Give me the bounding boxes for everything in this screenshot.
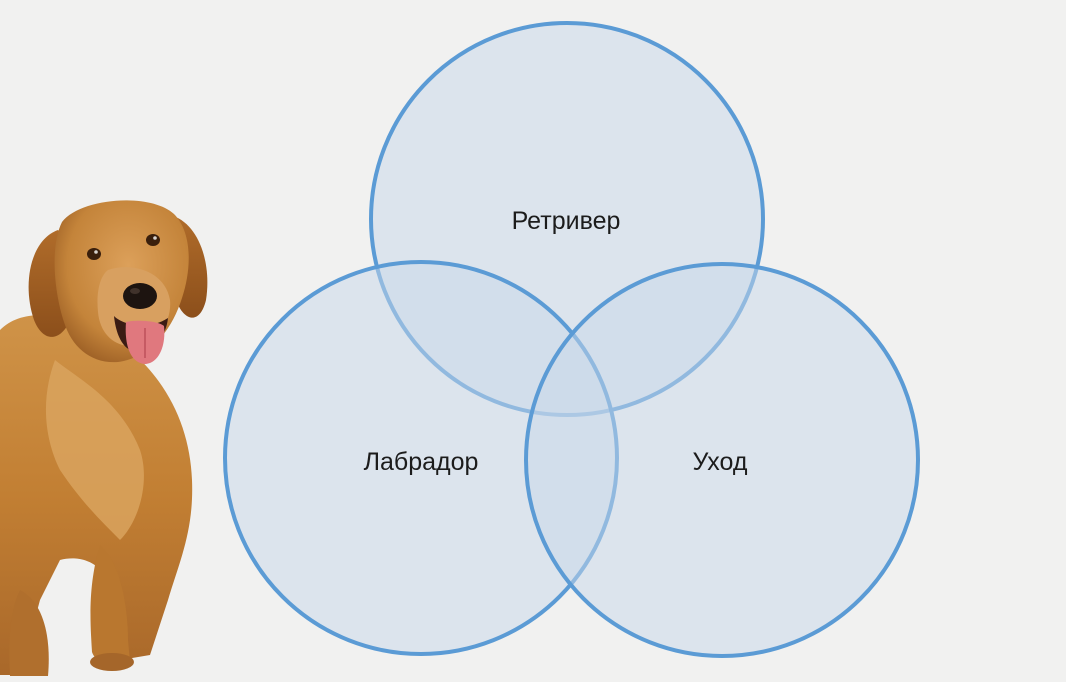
dog-chest [45, 360, 144, 540]
venn-label-labrador: Лабрадор [364, 448, 479, 476]
venn-labels: Ретривер Лабрадор Уход [364, 207, 748, 476]
venn-label-retriever: Ретривер [512, 207, 621, 235]
dog-right-eye [146, 234, 160, 246]
dog-left-eye [87, 248, 101, 260]
dog-rear-leg [9, 590, 49, 676]
golden-retriever-photo [0, 200, 208, 676]
venn-circles [223, 21, 920, 658]
venn-label-care: Уход [693, 448, 748, 476]
dog-nose [123, 283, 157, 309]
dog-front-leg [90, 545, 130, 665]
venn-circle-care [524, 262, 920, 658]
dog-paw [90, 653, 134, 671]
